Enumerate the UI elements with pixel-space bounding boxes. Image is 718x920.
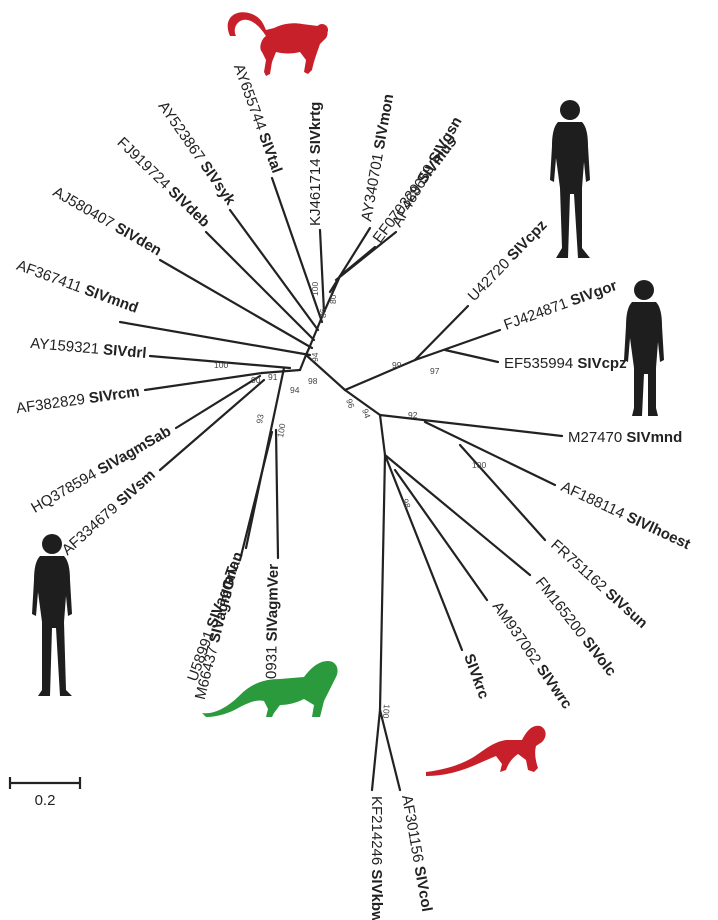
leaf-accession: AM937062 [489, 599, 545, 668]
leaf-label: AF367411 SIVmnd [14, 257, 140, 317]
leaf-name: SIVmon [371, 93, 397, 151]
leaf-accession: EF535994 [504, 355, 573, 372]
leaf-accession: FM165200 [532, 574, 590, 641]
human-silhouette-icon [624, 280, 664, 416]
scale-bar-label: 0.2 [35, 792, 56, 809]
scale-bar: 0.2 [8, 777, 82, 809]
leaf-accession: AF334679 [59, 500, 122, 559]
leaf-labels: KJ461714 SIVkrtg AY340701 SIVmon AF46865… [14, 62, 693, 920]
leaf-name: SIVkrtg [307, 102, 324, 155]
leaf-name: SIVdeb [165, 183, 213, 231]
bootstrap-value: 97 [430, 366, 440, 376]
bootstrap-value: 90 [251, 375, 261, 385]
leaf-label: AF188114 SIVlhoest [558, 478, 693, 553]
leaf-label: AF382829 SIVrcm [15, 383, 140, 417]
green-monkey-icon [202, 661, 338, 717]
red-colobus-monkey-icon [227, 12, 328, 76]
bootstrap-value: 100 [214, 360, 228, 370]
leaf-label: KJ461714 SIVkrtg [307, 102, 324, 226]
bootstrap-values: 100 86 80 94 98 100 90 91 94 93 100 99 9… [214, 282, 486, 720]
leaf-label: KF214246 SIVkbwc [368, 796, 385, 920]
leaf-accession: AF382829 [15, 391, 86, 417]
leaf-name: SIVagmSab [95, 423, 174, 479]
leaf-accession: AY523867 [155, 98, 208, 164]
bootstrap-value: 86 [318, 308, 328, 318]
leaf-label: AF301156 SIVcol [398, 794, 435, 913]
leaf-label: AJ580407 SIVden [50, 183, 165, 259]
leaf-name: SIVcpz [577, 355, 626, 372]
bootstrap-value: 80 [328, 294, 338, 304]
leaf-label: AY340701 SIVmon [358, 93, 397, 223]
human-silhouette-icon [32, 534, 72, 696]
leaf-name: SIVcol [411, 865, 436, 913]
leaf-name: SIVden [112, 219, 165, 259]
leaf-label: M66437 SIVagmGrv [192, 562, 242, 701]
leaf-label: AY159321 SIVdrl [30, 335, 148, 362]
leaf-label: FJ424871 SIVgor [502, 277, 620, 334]
leaf-name: SIVmnd [626, 429, 682, 446]
leaf-accession: AF188114 [558, 478, 627, 522]
bootstrap-value: 94 [310, 352, 320, 362]
leaf-accession: KF214246 [368, 796, 385, 865]
bootstrap-value: 92 [408, 410, 418, 420]
leaf-accession: HQ378594 [28, 466, 99, 517]
leaf-accession: AF367411 [14, 257, 84, 296]
leaf-accession: FJ919724 [114, 134, 174, 193]
leaf-accession: AY340701 [358, 152, 387, 223]
leaf-accession: AJ580407 [50, 183, 117, 232]
bootstrap-value: 98 [308, 376, 318, 386]
bootstrap-value: 100 [472, 460, 486, 470]
leaf-label: HQ378594 SIVagmSab [28, 423, 174, 517]
leaf-accession: AY655744 [230, 62, 270, 133]
leaf-name: SIVsyk [196, 158, 239, 209]
bootstrap-value: 100 [275, 422, 287, 438]
bootstrap-value: 94 [360, 407, 373, 420]
bootstrap-value: 94 [290, 385, 300, 395]
leaf-accession: FJ424871 [502, 295, 571, 334]
bootstrap-value: 100 [381, 704, 392, 719]
leaf-name: SIVkrc [460, 652, 492, 702]
leaf-accession: U42720 [465, 255, 514, 305]
leaf-name: SIVagmVer [264, 564, 282, 642]
leaf-accession: AF301156 [398, 794, 427, 864]
bootstrap-value: 99 [392, 360, 402, 370]
bootstrap-value: 91 [268, 372, 278, 382]
leaf-name: SIVdrl [102, 341, 147, 362]
bootstrap-value: 93 [254, 413, 266, 424]
leaf-label: EF535994 SIVcpz [504, 355, 627, 372]
leaf-label: M27470 SIVmnd [568, 429, 682, 446]
leaf-accession: AY159321 [30, 335, 100, 358]
leaf-name: SIVrcm [88, 383, 141, 407]
bootstrap-value: 96 [344, 397, 357, 410]
leaf-name: SIVmnd [82, 282, 140, 317]
leaf-name: SIVlhoest [624, 509, 693, 553]
human-silhouette-icon [550, 100, 590, 258]
leaf-name: SIVolc [579, 634, 620, 680]
leaf-label: SIVkrc [460, 652, 492, 702]
leaf-name: SIVcpz [504, 217, 550, 264]
tree-branches [118, 176, 564, 792]
red-colobus-monkey-icon [426, 725, 546, 776]
leaf-name: SIVwrc [533, 661, 576, 712]
leaf-accession: FR751162 [547, 536, 610, 595]
bootstrap-value: 100 [310, 282, 320, 296]
leaf-name: SIVsun [602, 585, 651, 632]
leaf-accession: KJ461714 [307, 158, 324, 226]
leaf-name: SIVgor [568, 277, 619, 310]
leaf-name: SIVkbwc [368, 869, 385, 920]
leaf-label: AY655744 SIVtal [230, 62, 285, 176]
leaf-name: SIVsm [113, 466, 158, 509]
leaf-accession: M27470 [568, 429, 622, 446]
leaf-name: SIVtal [255, 130, 285, 175]
bootstrap-value: 98 [400, 497, 413, 510]
leaf-label: U42720 SIVcpz [465, 217, 551, 305]
